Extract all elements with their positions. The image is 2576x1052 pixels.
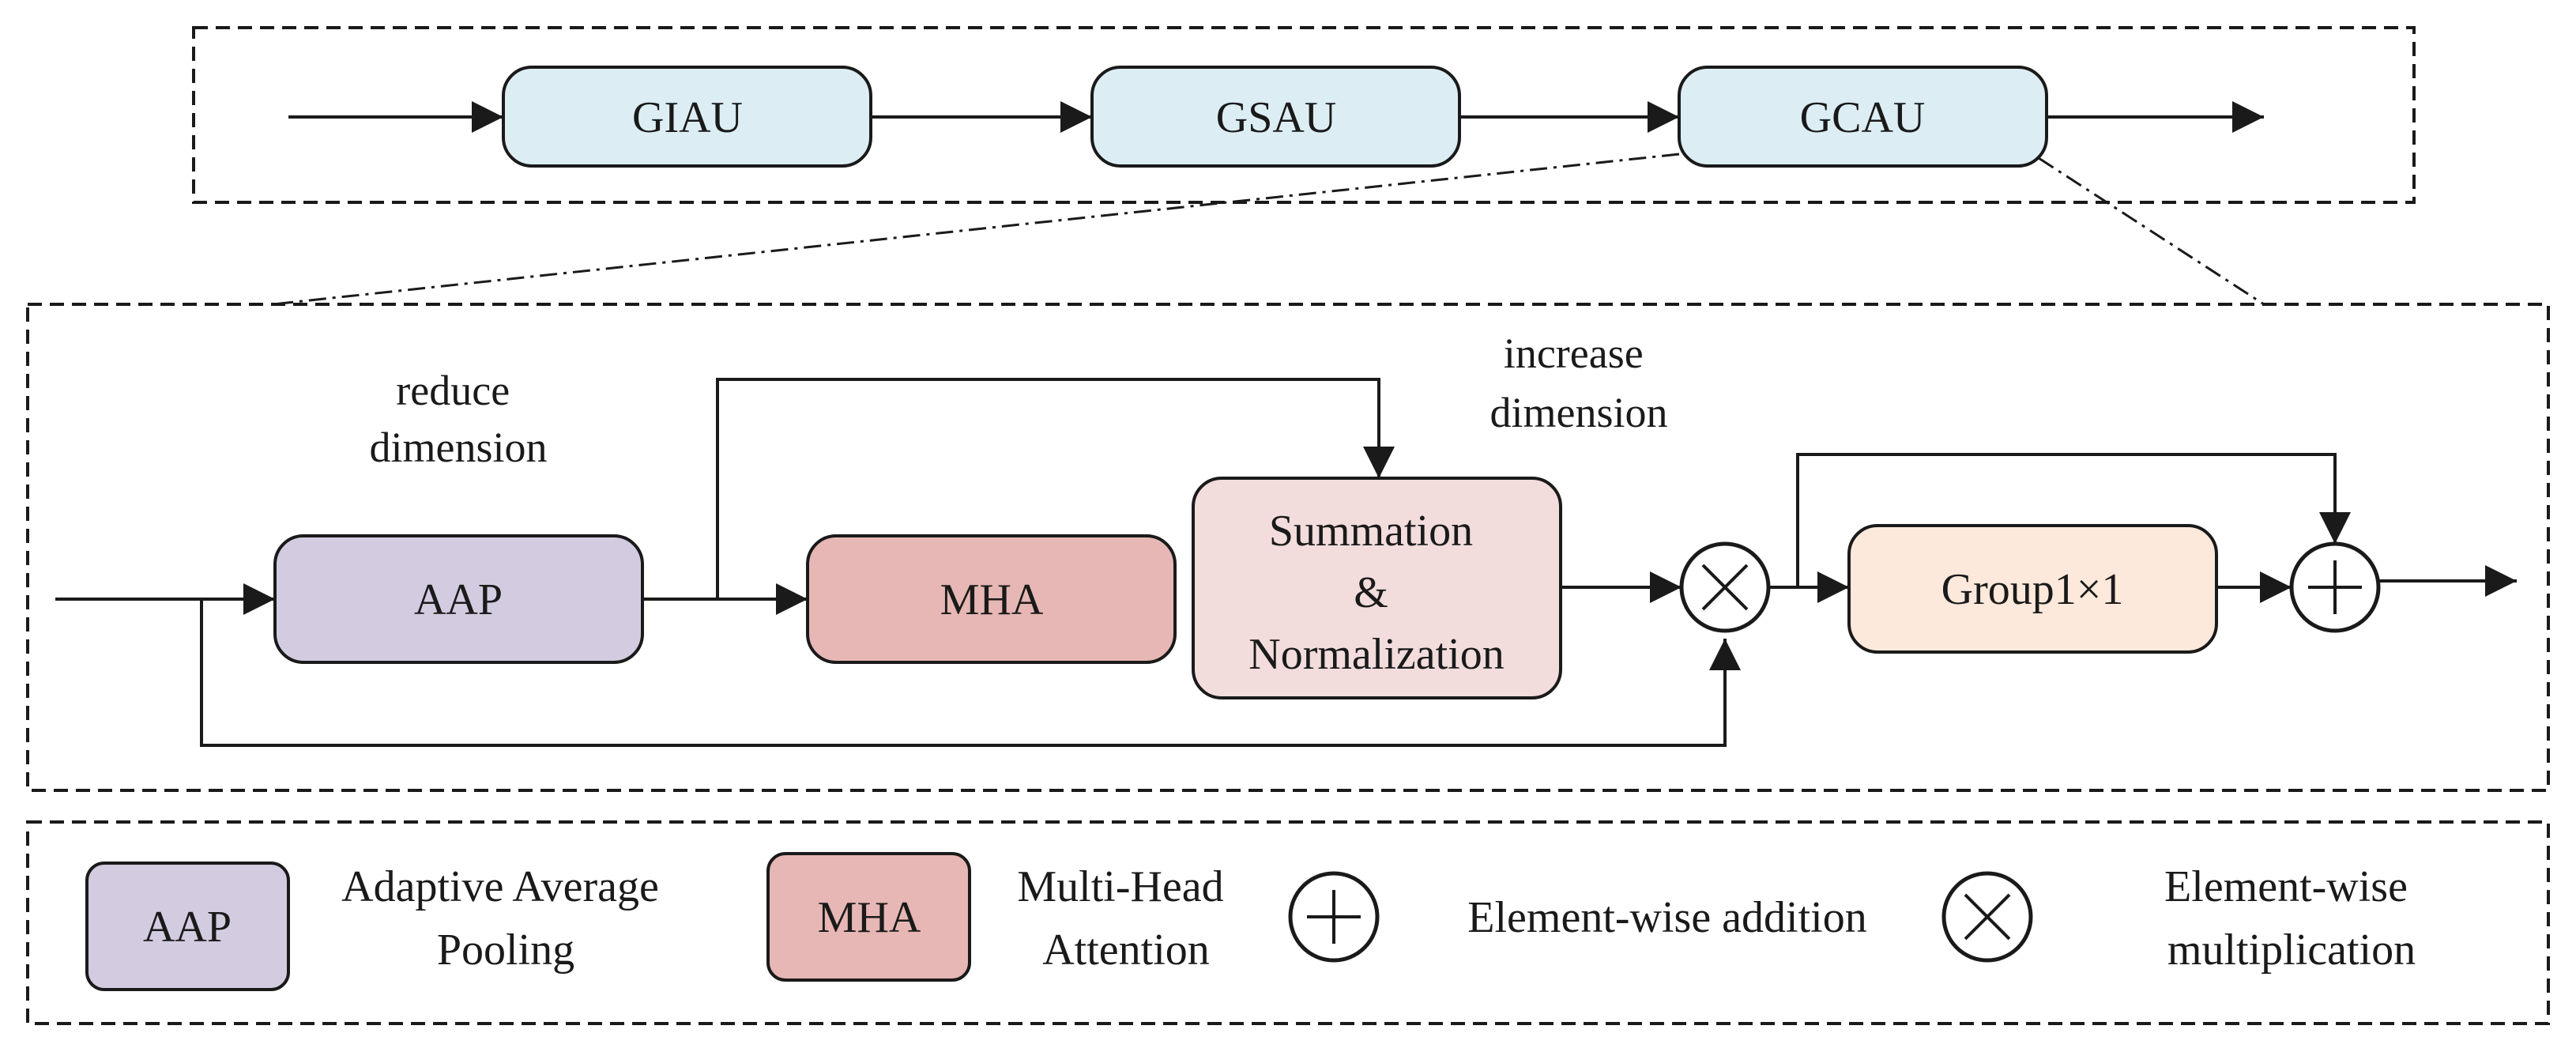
legend-mul-desc: Element-wise multiplication: [2164, 862, 2419, 975]
mha-block: [806, 534, 1177, 664]
legend-mul-desc-line2: multiplication: [2167, 926, 2416, 975]
gcau-label: GCAU: [1800, 93, 1926, 142]
legend-aap-swatch: [85, 862, 290, 991]
giau-label: GIAU: [632, 93, 743, 142]
legend-aap-desc-line2: Pooling: [437, 926, 574, 975]
legend-mha-desc-line2: Attention: [1042, 926, 1210, 975]
sum-norm-line1: Summation: [1269, 507, 1473, 556]
legend-mha-desc: Multi-Head Attention: [1017, 862, 1234, 975]
zoom-connector-left: [272, 153, 1680, 306]
sum-norm-line2: &: [1354, 568, 1388, 617]
increase-note-line1: increase: [1504, 330, 1644, 377]
group-1x1-label: Group1×1: [1941, 565, 2124, 614]
sum-norm-line3: Normalization: [1248, 630, 1504, 679]
legend-mha-desc-line1: Multi-Head: [1017, 862, 1223, 911]
legend-mha-swatch: [766, 852, 971, 982]
zoom-connector-right: [2038, 156, 2265, 306]
top-pipeline-frame: [192, 26, 2416, 204]
legend-circled-plus-icon: [1288, 871, 1380, 963]
legend-mha-abbr: MHA: [818, 893, 921, 942]
summation-normalization-label: Summation & Normalization: [1248, 507, 1504, 679]
increase-note-line2: dimension: [1490, 389, 1668, 436]
circled-plus-icon: [2289, 541, 2381, 633]
gsau-label: GSAU: [1216, 93, 1336, 142]
legend-circled-times-icon: [1941, 871, 2033, 963]
reduce-note-line1: reduce: [396, 367, 510, 414]
aap-label: AAP: [414, 575, 503, 624]
legend-mul-desc-line1: Element-wise: [2164, 862, 2408, 911]
legend-aap-desc: Adaptive Average Pooling: [341, 862, 670, 975]
mha-label: MHA: [940, 575, 1044, 624]
residual-skip-path: [1796, 453, 2351, 587]
reduce-dimension-note: reduce dimension: [370, 367, 548, 471]
circled-times-icon: [1679, 541, 1771, 633]
legend-frame: [26, 820, 2550, 1025]
legend-add-desc: Element-wise addition: [1467, 893, 1866, 942]
increase-dimension-note: increase dimension: [1490, 330, 1668, 436]
reduce-note-line2: dimension: [370, 424, 548, 471]
legend-aap-desc-line1: Adaptive Average: [341, 862, 659, 911]
identity-skip-path: [200, 599, 1741, 747]
legend-aap-abbr: AAP: [143, 903, 232, 952]
aap-skip-to-sum-path: [716, 378, 1395, 599]
